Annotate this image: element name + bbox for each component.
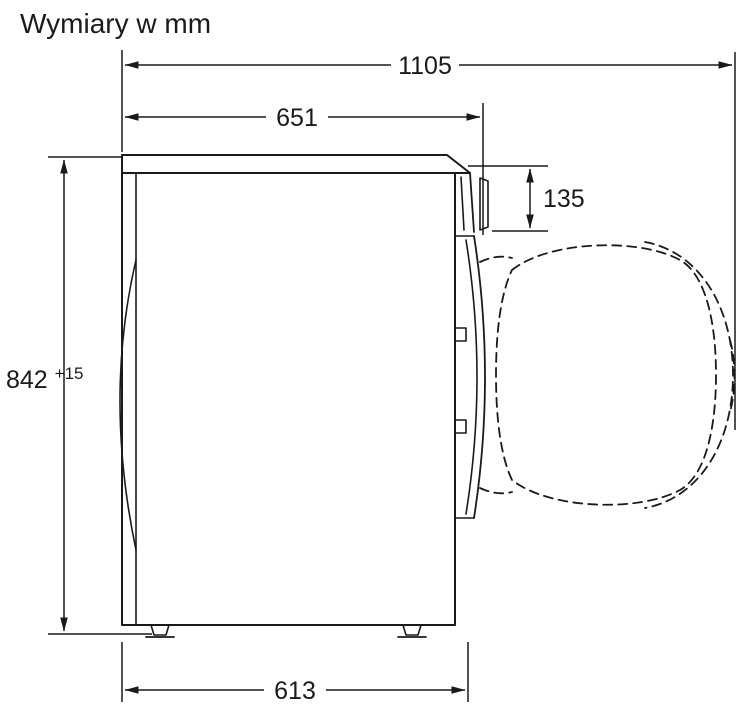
door-hinge-dash-bottom xyxy=(479,487,513,495)
label-mask xyxy=(391,50,459,78)
dim-top-to-door xyxy=(468,165,548,232)
label-height: 842 +15 xyxy=(6,364,84,394)
label-mask xyxy=(264,676,326,702)
cabinet-outline xyxy=(121,172,456,626)
front-panel-inner-edge xyxy=(460,176,465,231)
label-height-tolerance: +15 xyxy=(55,364,84,383)
door-open-dashed xyxy=(479,241,736,509)
label-mask xyxy=(266,103,328,129)
label-top-to-door: 135 xyxy=(543,185,585,213)
label-height-value: 842 xyxy=(6,366,48,394)
machine-drawing xyxy=(119,154,736,638)
label-total-depth: 1105 xyxy=(398,52,452,80)
door-closed-inner-arc xyxy=(465,239,478,515)
door-hinge-dash-top xyxy=(479,255,513,263)
door-closed-outer-arc xyxy=(473,235,486,519)
dim-height xyxy=(48,156,152,635)
dimension-lines xyxy=(48,50,736,702)
door-open-rim-arc xyxy=(644,241,734,509)
front-panel-edge xyxy=(469,172,475,233)
label-base-depth: 613 xyxy=(274,677,316,705)
label-cabinet-depth: 651 xyxy=(276,104,318,132)
page-title: Wymiary w mm xyxy=(20,8,211,39)
left-foot xyxy=(150,624,170,636)
door-latch-detail-lower xyxy=(454,419,467,434)
dim-total-depth xyxy=(121,50,736,430)
right-foot xyxy=(402,624,422,636)
door-top-edge xyxy=(479,177,489,231)
side-seam-curve xyxy=(119,259,137,551)
dimension-labels: 1105 651 135 842 +15 613 xyxy=(6,50,585,705)
door-open-outline xyxy=(495,244,717,506)
top-panel xyxy=(121,154,471,174)
door-latch-detail-upper xyxy=(454,327,467,342)
